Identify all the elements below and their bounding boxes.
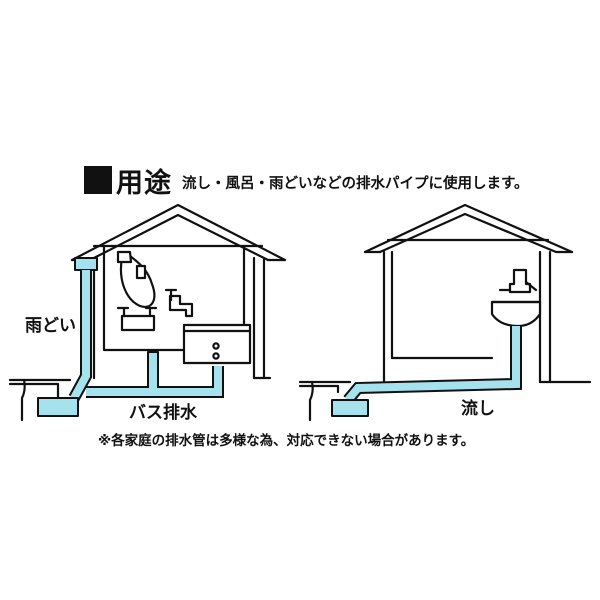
compatibility-note: ※各家庭の排水管は多様な為、対応できない場合があります。 [98, 433, 475, 449]
gutter-head [74, 257, 98, 271]
sink-faucet-icon [508, 268, 532, 294]
catch-basin-left [37, 397, 79, 417]
label-rain-gutter: 雨どい [25, 316, 76, 336]
heading-square-icon [84, 166, 112, 194]
tub-faucet-icon [168, 294, 194, 318]
shower-head-icon [116, 250, 133, 264]
drain-pipes-left [37, 257, 224, 417]
house-left [8, 203, 287, 422]
usage-heading: 用途 [84, 162, 172, 199]
mixer-faucet-icon [120, 314, 156, 332]
heading-title: 用途 [116, 167, 172, 199]
label-bath-drain: バス排水 [129, 403, 197, 423]
bath-wall [102, 244, 246, 352]
shower-holder-icon [135, 264, 147, 280]
shower-hose [119, 254, 156, 308]
roof-left-outer [70, 203, 287, 262]
label-sink: 流し [461, 399, 495, 419]
sink-basin [490, 300, 542, 328]
ground-left [8, 378, 72, 392]
drain-pipes-right [331, 326, 522, 417]
roof-right-outer [363, 203, 574, 254]
usage-description: 流し・風呂・雨どいなどの排水パイプに使用します。 [182, 176, 529, 192]
catch-basin-right [331, 399, 369, 417]
ground-right [298, 380, 352, 394]
